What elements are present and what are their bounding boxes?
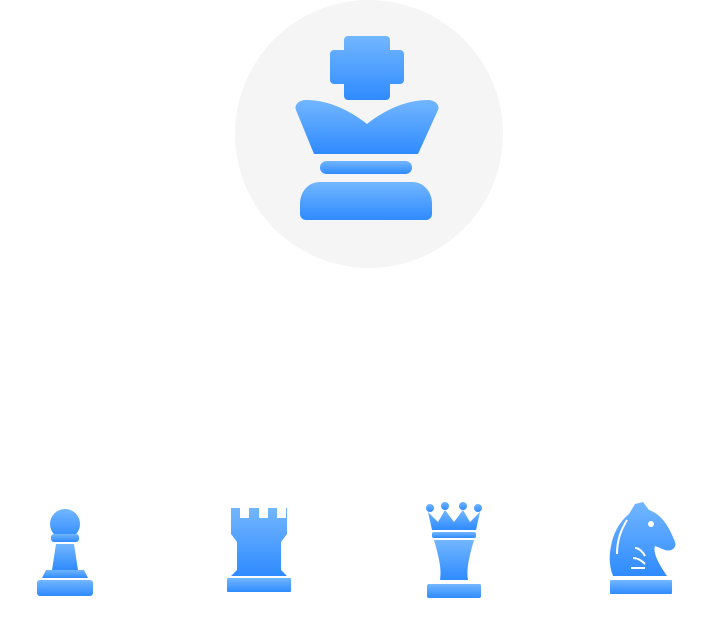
chess-queen-icon bbox=[424, 500, 484, 600]
chess-knight-icon bbox=[605, 500, 677, 596]
chess-king-icon bbox=[290, 34, 440, 224]
chess-rook-icon bbox=[225, 506, 293, 594]
chess-pawn-icon bbox=[34, 506, 96, 600]
